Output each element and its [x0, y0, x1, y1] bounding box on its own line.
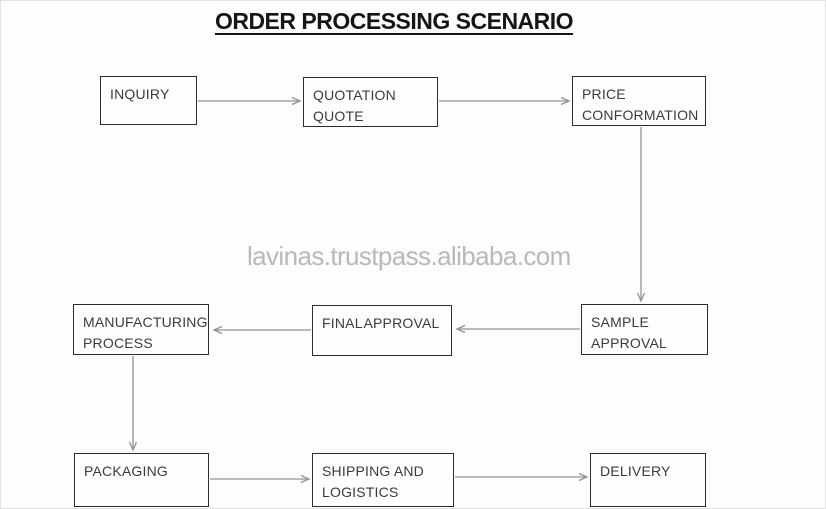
node-label: SHIPPING AND [322, 463, 424, 479]
node-label: APPROVAL [591, 335, 668, 351]
node-label: FINAL APPROVAL [322, 315, 440, 331]
node-label: MANUFACTURING [83, 314, 208, 330]
node-label: CONFORMATION [582, 107, 699, 123]
node-packaging: PACKAGING [74, 453, 209, 507]
node-inquiry: INQUIRY [100, 76, 197, 125]
node-final-approval: FINAL APPROVAL [312, 305, 452, 356]
page-title: ORDER PROCESSING SCENARIO [214, 8, 574, 34]
watermark-text: lavinas.trustpass.alibaba.com [247, 241, 571, 271]
node-label: PRICE [582, 86, 626, 102]
node-label: INQUIRY [110, 86, 170, 102]
node-label: SAMPLE [591, 314, 649, 330]
node-sample-approval: SAMPLE APPROVAL [581, 304, 708, 355]
node-price-conformation: PRICE CONFORMATION [572, 76, 706, 126]
node-label: DELIVERY [600, 463, 671, 479]
node-label: QUOTATION [313, 87, 396, 103]
node-label: QUOTE [313, 108, 364, 124]
node-shipping-logistics: SHIPPING AND LOGISTICS [312, 453, 454, 507]
node-delivery: DELIVERY [590, 453, 706, 507]
node-label: PROCESS [83, 335, 153, 351]
node-manufacturing-process: MANUFACTURING PROCESS [73, 304, 209, 355]
node-label: PACKAGING [84, 463, 169, 479]
node-quotation-quote: QUOTATION QUOTE [303, 77, 438, 127]
node-label: LOGISTICS [322, 484, 399, 500]
